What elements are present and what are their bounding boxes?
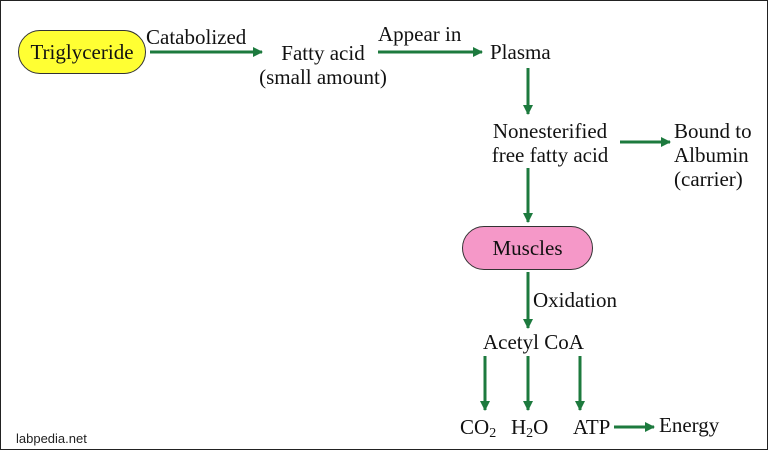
source-watermark: labpedia.net (16, 431, 87, 446)
co2-node: CO2 (460, 415, 497, 441)
fatty-acid-line1: Fatty acid (281, 41, 365, 65)
co2-subscript: 2 (489, 426, 497, 441)
bound-line2: Albumin (674, 143, 749, 167)
fatty-acid-line2: (small amount) (259, 65, 387, 89)
appear-in-label: Appear in (378, 22, 462, 46)
nefa-line2: free fatty acid (491, 143, 609, 167)
bound-line3: (carrier) (674, 167, 743, 191)
nefa-node: Nonesterified free fatty acid (470, 119, 630, 167)
acetyl-coa-node: Acetyl CoA (483, 330, 584, 354)
bound-line1: Bound to (674, 119, 752, 143)
bound-albumin-node: Bound to Albumin (carrier) (674, 119, 752, 191)
atp-node: ATP (573, 415, 611, 439)
h2o-o: O (533, 415, 549, 439)
fatty-acid-node: Fatty acid (small amount) (248, 41, 398, 89)
h2o-h: H (511, 415, 527, 439)
co2-main: CO (460, 415, 490, 439)
nefa-line1: Nonesterified (492, 119, 608, 143)
plasma-node: Plasma (490, 40, 551, 64)
muscles-label: Muscles (492, 236, 563, 260)
triglyceride-node: Triglyceride (18, 30, 146, 74)
muscles-node: Muscles (462, 226, 593, 270)
h2o-subscript: 2 (526, 426, 534, 441)
h2o-node: H2O (511, 415, 549, 441)
energy-node: Energy (659, 413, 720, 437)
catabolized-label: Catabolized (146, 25, 247, 49)
oxidation-label: Oxidation (533, 288, 617, 312)
triglyceride-label: Triglyceride (30, 40, 134, 64)
